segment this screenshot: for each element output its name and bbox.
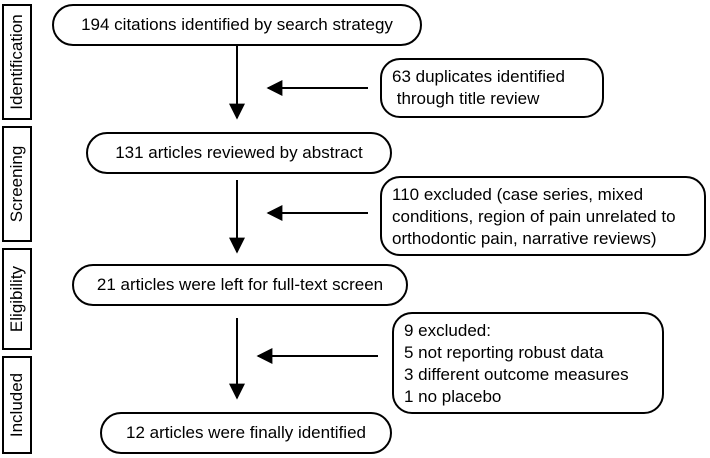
box-excluded-fulltext: 9 excluded: 5 not reporting robust data … <box>392 312 664 414</box>
duplicates-line-2: through title review <box>392 89 540 108</box>
stage-label-screening: Screening <box>2 126 32 242</box>
stage-label-included: Included <box>2 356 32 454</box>
excluded-fulltext-line-3: 3 different outcome measures <box>404 365 629 384</box>
box-final-identified-text: 12 articles were finally identified <box>125 423 366 442</box>
stage-label-eligibility: Eligibility <box>2 248 32 350</box>
box-citations-identified-text: 194 citations identified by search strat… <box>81 15 393 34</box>
excluded-abstract-line-2: conditions, region of pain unrelated to <box>392 207 676 226</box>
excluded-fulltext-line-2: 5 not reporting robust data <box>404 343 604 362</box>
box-citations-identified: 194 citations identified by search strat… <box>52 4 422 46</box>
box-duplicates: 63 duplicates identified through title r… <box>380 58 604 118</box>
excluded-fulltext-line-4: 1 no placebo <box>404 387 502 406</box>
excluded-abstract-line-1: 110 excluded (case series, mixed <box>392 185 644 204</box>
box-excluded-abstract: 110 excluded (case series, mixed conditi… <box>380 176 706 256</box>
box-abstract-review-text: 131 articles reviewed by abstract <box>115 143 363 162</box>
duplicates-line-1: 63 duplicates identified <box>392 67 565 86</box>
box-abstract-review: 131 articles reviewed by abstract <box>86 132 392 174</box>
box-fulltext-screen: 21 articles were left for full-text scre… <box>72 264 408 306</box>
box-fulltext-screen-text: 21 articles were left for full-text scre… <box>96 275 384 294</box>
excluded-abstract-line-3: orthodontic pain, narrative reviews) <box>392 229 657 248</box>
excluded-fulltext-line-1: 9 excluded: <box>404 321 491 340</box>
stage-label-identification: Identification <box>2 4 32 120</box>
box-final-identified: 12 articles were finally identified <box>100 412 392 454</box>
